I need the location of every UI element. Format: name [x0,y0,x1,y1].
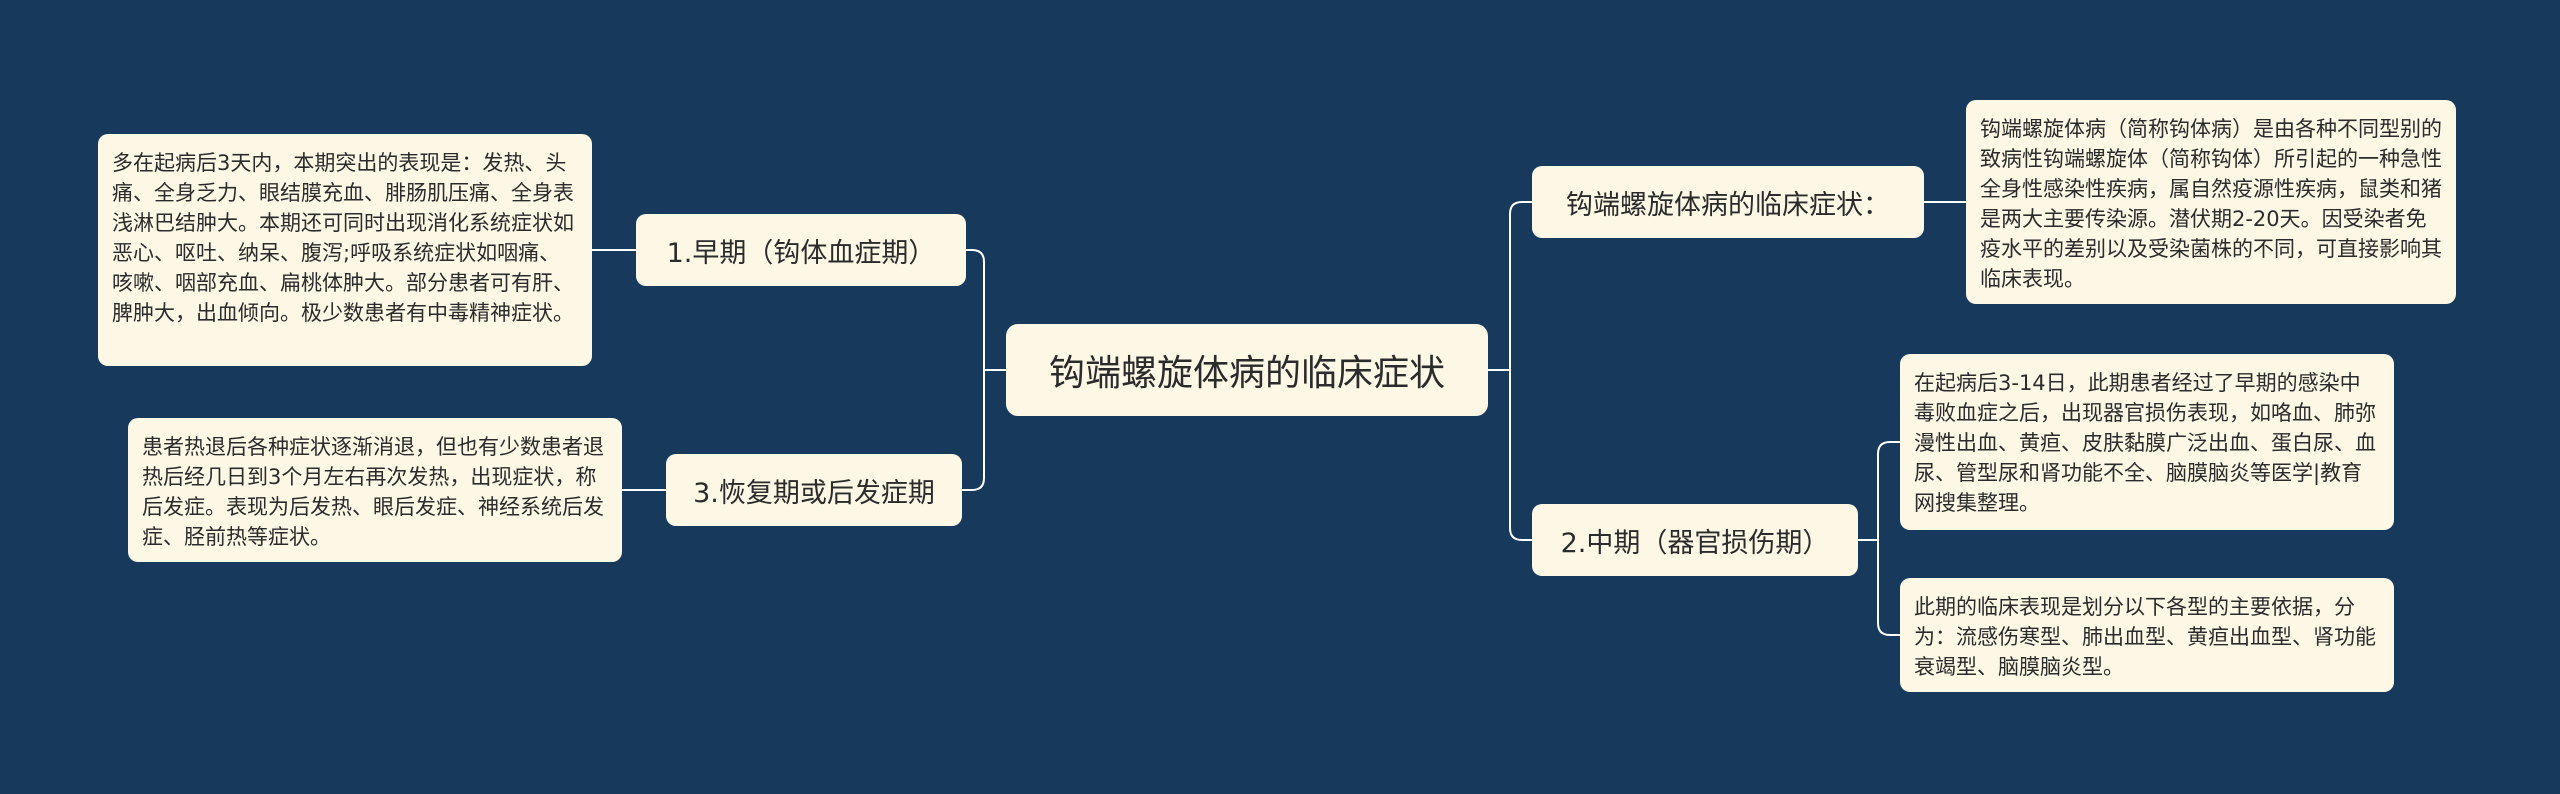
link-middle-leaves [1858,441,1900,636]
link-root-right-trunk [1488,201,1532,541]
branch-clinical-symptoms[interactable]: 钩端螺旋体病的临床症状： [1532,166,1924,238]
root-topic[interactable]: 钩端螺旋体病的临床症状 [1006,324,1488,416]
leaf-middle-stage-detail-1[interactable]: 在起病后3-14日，此期患者经过了早期的感染中毒败血症之后，出现器官损伤表现，如… [1900,354,2394,530]
leaf-clinical-symptoms-detail[interactable]: 钩端螺旋体病（简称钩体病）是由各种不同型别的致病性钩端螺旋体（简称钩体）所引起的… [1966,100,2456,304]
leaf-recovery-stage-detail[interactable]: 患者热退后各种症状逐渐消退，但也有少数患者退热后经几日到3个月左右再次发热，出现… [128,418,622,562]
branch-middle-stage[interactable]: 2.中期（器官损伤期） [1532,504,1858,576]
branch-early-stage[interactable]: 1.早期（钩体血症期） [636,214,966,286]
link-root-left-trunk [962,249,1006,491]
leaf-middle-stage-detail-2[interactable]: 此期的临床表现是划分以下各型的主要依据，分为：流感伤寒型、肺出血型、黄疸出血型、… [1900,578,2394,692]
branch-recovery-stage[interactable]: 3.恢复期或后发症期 [666,454,962,526]
leaf-early-stage-detail[interactable]: 多在起病后3天内，本期突出的表现是：发热、头痛、全身乏力、眼结膜充血、腓肠肌压痛… [98,134,592,366]
